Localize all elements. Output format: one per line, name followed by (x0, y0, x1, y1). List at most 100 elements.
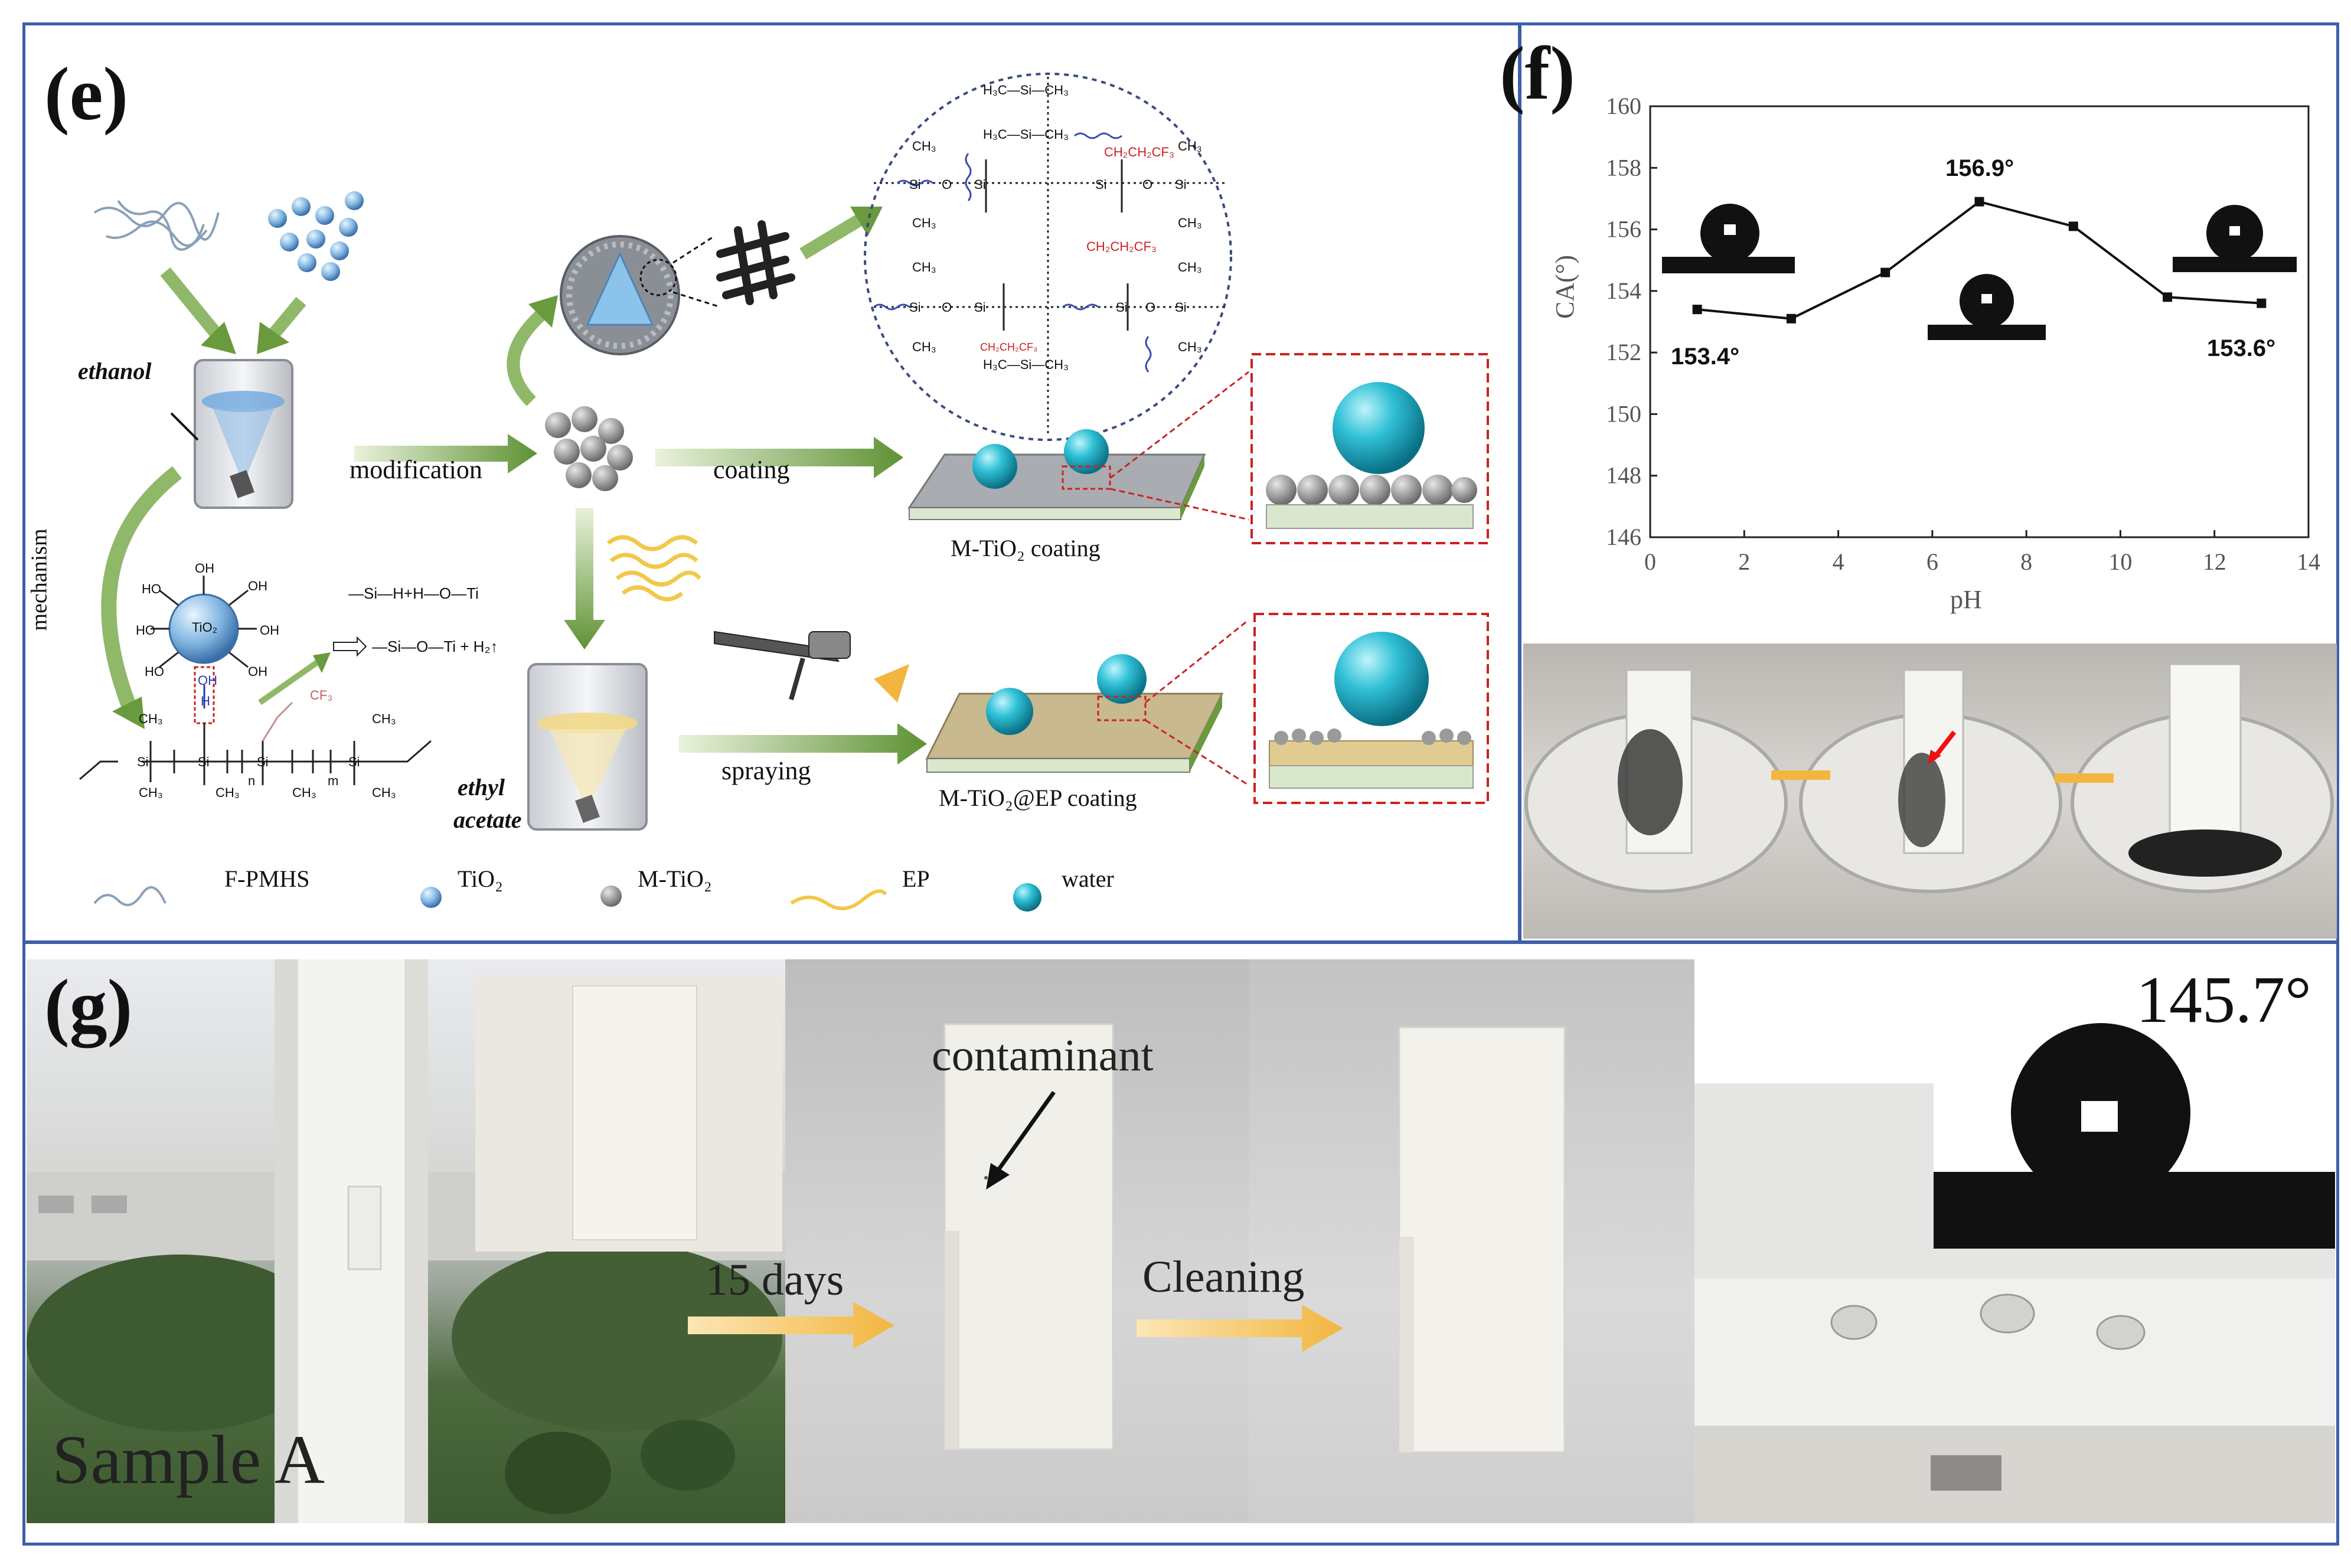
ch3-structure-4: CH₃ (1178, 215, 1202, 230)
data-point (1974, 197, 1984, 207)
x-tick-label: 6 (1926, 548, 1938, 575)
si-structure-8: Si (1175, 300, 1187, 315)
fluoro-group-2: CH₂CH₂CF₃ (1086, 239, 1157, 254)
days-label: 15 days (706, 1255, 844, 1305)
ch3-label-1: CH₃ (139, 711, 163, 726)
ch3-label-3: CH₃ (215, 785, 240, 800)
coating-label: coating (713, 455, 790, 484)
spray-gun-icon (714, 631, 909, 703)
data-point (2163, 292, 2173, 302)
petri-dish-2 (1799, 669, 2062, 893)
mtio2-coating-slab-icon (907, 429, 1206, 520)
reaction-line-1: —Si—H+H—O—Ti (348, 584, 479, 602)
cleaned-sample-photo (1249, 959, 1694, 1523)
oh-label-top: OH (195, 561, 214, 576)
m-subscript: m (328, 773, 339, 788)
y-tick-label: 152 (1606, 339, 1641, 365)
legend-water-label: water (1062, 865, 1114, 892)
x-tick-label: 12 (2203, 548, 2226, 575)
legend-tio2-label: TiO₂ (458, 865, 503, 892)
legend-icons (93, 883, 1041, 912)
y-tick-label: 148 (1606, 462, 1641, 489)
fluoro-group-1: CH₂CH₂CF₃ (1104, 145, 1174, 159)
y-tick-label: 160 (1606, 93, 1641, 119)
x-tick-label: 4 (1833, 548, 1844, 575)
sample-label: Sample A (52, 1421, 325, 1498)
reaction-line-2: —Si—O—Ti + H₂↑ (372, 638, 498, 655)
x-tick-label: 0 (1644, 548, 1656, 575)
x-tick-label: 2 (1738, 548, 1750, 575)
o-structure-1: O (942, 177, 952, 192)
petri-dish-3 (2071, 663, 2334, 893)
outdoor-pole-photo (27, 959, 785, 1523)
cleaning-arrow-icon (1137, 1305, 1343, 1352)
structure-mid-label: H₃C—Si—CH₃ (983, 127, 1069, 142)
si-label-1: Si (137, 754, 149, 769)
ho-label-left-low: HO (145, 664, 164, 679)
oh-label-bridge: OH (198, 673, 217, 688)
droplet-inset-right (2173, 205, 2297, 272)
zoom-box-mtio2 (1250, 353, 1489, 544)
tio2-particles-icon (268, 191, 364, 281)
data-point (1786, 313, 1796, 324)
y-tick-label: 146 (1606, 524, 1641, 550)
ch3-label-5: CH₃ (372, 711, 396, 726)
cf3-label: CF₃ (310, 688, 333, 703)
si-label-4: Si (348, 754, 360, 769)
n-subscript: n (248, 773, 256, 788)
ethyl-label: ethyl (458, 774, 505, 801)
x-tick-label: 10 (2108, 548, 2132, 575)
tio2-core-label: TiO₂ (192, 620, 218, 635)
chemical-structure-circle (864, 73, 1232, 441)
y-tick-label: 154 (1606, 277, 1641, 304)
si-label-3: Si (257, 754, 269, 769)
panel-g-border (22, 941, 2339, 1546)
ch3-structure-1: CH₃ (912, 139, 936, 153)
polymer-backbone-icon (79, 701, 432, 785)
ch3-structure-2: CH₃ (912, 215, 936, 230)
legend-fpmhs-label: F-PMHS (224, 865, 310, 892)
cleaning-label: Cleaning (1142, 1252, 1305, 1302)
y-tick-label: 156 (1606, 216, 1641, 243)
o-structure-4: O (1145, 300, 1156, 315)
panel-f-letter: (f) (1500, 31, 1575, 115)
o-structure-2: O (1142, 177, 1153, 192)
legend-ep-label: EP (902, 865, 930, 892)
data-point (2257, 298, 2267, 308)
ch3-label-2: CH₃ (139, 785, 163, 800)
days-arrow-icon (688, 1302, 894, 1349)
annotation-right: 153.6° (2207, 335, 2276, 361)
panel-g-letter: (g) (44, 964, 133, 1048)
polymer-network-icon (716, 220, 795, 305)
h-label-bridge: H (201, 694, 210, 708)
ho-label-left: HO (142, 582, 161, 596)
contaminated-sample-photo (785, 959, 1249, 1523)
si-structure-4: Si (1175, 177, 1187, 192)
legend-mtio2-label: M-TiO₂ (638, 865, 712, 892)
ch3-structure-5: CH₃ (912, 260, 936, 275)
annotation-peak: 156.9° (1945, 155, 2014, 181)
ch3-structure-6: CH₃ (912, 339, 936, 354)
core-shell-particle-icon (560, 235, 680, 355)
si-label-2: Si (198, 754, 210, 769)
data-point (1692, 305, 1702, 315)
mtio2-ep-coating-label: M-TiO₂@EP coating (939, 785, 1137, 811)
si-structure-3: Si (1095, 177, 1107, 192)
ho-label-left-mid: HO (136, 623, 155, 638)
transition-bar-1 (1771, 770, 1830, 780)
ch3-structure-3: CH₃ (1178, 139, 1202, 153)
si-structure-6: Si (974, 300, 986, 315)
chart-xlabel: pH (1950, 585, 1982, 614)
y-tick-label: 158 (1606, 154, 1641, 181)
data-point (2068, 221, 2078, 231)
ethyl-acetate-beaker-icon (527, 663, 648, 831)
ch3-label-4: CH₃ (292, 785, 316, 800)
droplet-inset-left (1662, 204, 1795, 273)
si-structure-5: Si (909, 300, 921, 315)
ch3-structure-7: CH₃ (1178, 260, 1202, 275)
transition-bar-2 (2055, 773, 2114, 783)
acetate-label: acetate (453, 806, 522, 833)
contaminant-arrow-icon (986, 1090, 1056, 1190)
modification-label: modification (350, 455, 482, 484)
